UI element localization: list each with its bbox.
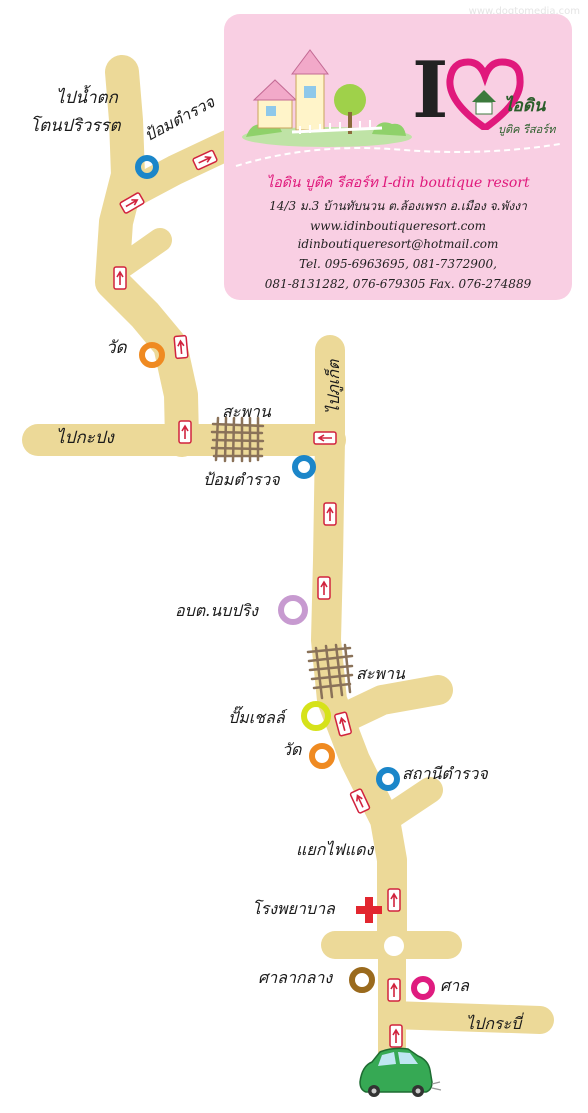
label-court: ศาล (440, 976, 469, 995)
logo-name: ไอดิน (504, 96, 546, 116)
label-to-kapong: ไปกะปง (56, 428, 114, 448)
resort-info-card: I ไอดิน บูติค รีสอร์ท ไอดิน บูติค รีสอร์… (224, 14, 572, 300)
label-city-hall: ศาลากลาง (258, 968, 333, 987)
temple-marker-icon (309, 743, 335, 769)
road-fork-right (325, 675, 453, 735)
bridge-bottom-icon (306, 643, 354, 700)
label-to-krabi: ไปกระบี่ (466, 1014, 522, 1033)
label-traffic-light: แยกไฟแดง (296, 840, 374, 859)
label-police-station: สถานีตำรวจ (402, 764, 488, 783)
police-marker-icon (292, 455, 316, 479)
police-marker-icon (376, 767, 400, 791)
label-gas-station: ปั๊มเชลล์ (228, 708, 285, 727)
card-divider (235, 143, 561, 167)
court-marker-icon (411, 976, 435, 1000)
card-tel-line2: 081-8131282, 076-679305 Fax. 076-274889 (264, 277, 532, 291)
label-bridge-top: สะพาน (222, 402, 271, 421)
road-arrow-icon (389, 1024, 403, 1048)
road-arrow-icon (317, 576, 331, 600)
road-arrows (113, 149, 403, 1048)
road-arrow-icon (349, 788, 371, 814)
road-arrow-icon (192, 149, 218, 171)
road-arrow-icon (173, 334, 189, 360)
police-marker-icon (135, 155, 159, 179)
bridge-top-icon (210, 416, 265, 463)
house-illustration-icon (242, 49, 412, 147)
logo-subtitle: บูติค รีสอร์ท (498, 123, 556, 136)
card-website[interactable]: www.idinboutiqueresort.com (309, 219, 486, 233)
heart-logo-icon (446, 58, 524, 130)
road-arrow-icon (334, 711, 352, 737)
card-email[interactable]: idinboutiqueresort@hotmail.com (297, 237, 499, 251)
road-arrow-icon (387, 888, 401, 912)
road-fork-mid (372, 777, 443, 833)
city-hall-marker-icon (349, 967, 375, 993)
obt-marker-icon (278, 595, 308, 625)
road-arrow-icon (178, 420, 192, 444)
label-waterfall-line2: โตนปริวรรต (30, 116, 121, 136)
card-tel-line1: Tel. 095-6963695, 081-7372900, (299, 257, 497, 271)
label-obt: อบต.นบปริง (175, 601, 258, 620)
label-police-mid: ป้อมตำรวจ (203, 470, 280, 489)
resort-logo: I ไอดิน บูติค รีสอร์ท (406, 52, 556, 147)
watermark: www.dogtomedia.com (468, 6, 580, 17)
label-temple-top: วัด (106, 338, 127, 358)
temple-marker-icon (139, 342, 165, 368)
label-temple-bottom: วัด (282, 740, 302, 759)
hospital-cross-icon (356, 897, 382, 923)
road-main-upper (95, 55, 199, 457)
roundabout-island (384, 936, 404, 956)
label-bridge-bottom: สะพาน (356, 664, 405, 683)
road-branch-spur (108, 228, 172, 280)
logo-letter: I (412, 45, 449, 136)
road-main-lower (311, 335, 407, 960)
card-title: ไอดิน บูติค รีสอร์ท I-din boutique resor… (266, 175, 530, 191)
card-address: 14/3 ม.3 บ้านทับนวน ต.ล้องเพรก อ.เมือง จ… (269, 199, 527, 213)
car-icon (359, 1047, 442, 1097)
label-hospital: โรงพยาบาล (252, 899, 335, 918)
place-markers (135, 155, 435, 1000)
road-to-krabi (378, 1001, 554, 1034)
label-to-phuket: ไปภูเก็ต (324, 359, 343, 414)
road-arrow-icon (387, 978, 401, 1002)
road-arrow-icon (323, 502, 337, 526)
road-arrow-icon (313, 431, 337, 445)
label-waterfall-line1: ไปน้ำตก (56, 88, 118, 108)
gas-station-marker-icon (301, 701, 331, 731)
road-arrow-icon (113, 266, 127, 290)
road-arrow-icon (119, 192, 145, 214)
